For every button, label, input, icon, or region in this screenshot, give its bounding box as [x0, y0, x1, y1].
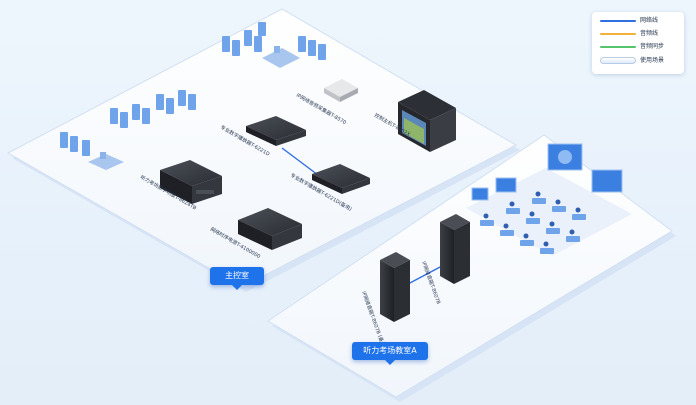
legend-item-network: 网络线 — [600, 16, 680, 26]
digital-player-2 — [312, 164, 370, 194]
power-sequencer — [238, 208, 302, 250]
control-host-monitor — [398, 90, 456, 152]
main-room-tag: 主控室 — [210, 267, 264, 290]
classroom-scene — [466, 143, 632, 256]
main-room-platform — [6, 8, 520, 292]
legend-sync-label: 音频同步 — [640, 43, 665, 50]
legend-scene-label: 使用场景 — [640, 57, 665, 64]
legend-item-sync: 音频同步 — [600, 42, 680, 52]
ip-speaker-2 — [440, 214, 470, 284]
legend-scene-swatch — [600, 57, 636, 64]
classroom-tag: 听力考场教室A — [352, 342, 428, 365]
office-cluster-top — [222, 22, 326, 68]
legend-network-swatch — [600, 20, 636, 22]
legend-item-scene: 使用场景 — [600, 56, 680, 66]
legend-sync-swatch — [600, 46, 636, 48]
network-link-classroom — [407, 265, 443, 285]
legend-audio-label: 音频线 — [640, 30, 659, 37]
legend-audio-swatch — [600, 33, 636, 35]
legend: 网络线 音频线 音频同步 使用场景 — [592, 12, 684, 74]
legend-item-audio: 音频线 — [600, 29, 680, 39]
digital-amplifier — [160, 160, 222, 204]
ip-speaker-1 — [380, 252, 410, 322]
office-cluster-left — [60, 90, 196, 170]
digital-player-1 — [246, 116, 306, 146]
legend-network-label: 网络线 — [640, 17, 659, 24]
ip-audio-collector — [324, 79, 358, 102]
